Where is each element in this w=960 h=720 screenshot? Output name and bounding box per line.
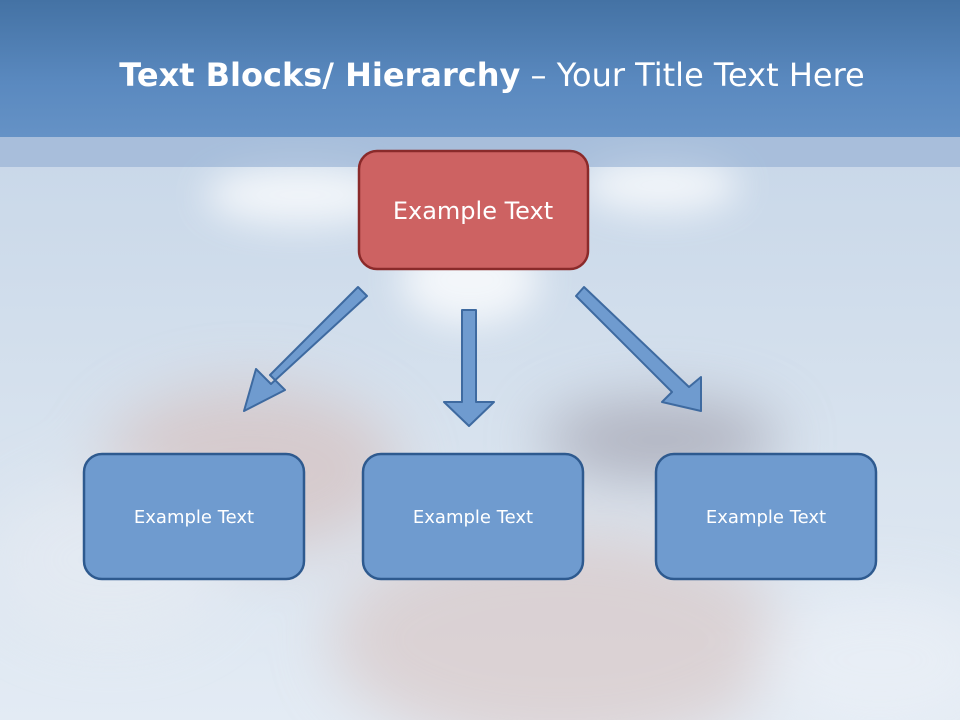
child-node-label: Example Text (706, 507, 826, 528)
title-separator: – (520, 56, 557, 94)
child-node-2[interactable]: Example Text (361, 452, 585, 581)
arrow-left (243, 286, 368, 412)
child-node-label: Example Text (134, 507, 254, 528)
arrow-center (443, 309, 495, 427)
slide-title: Text Blocks/ Hierarchy – Your Title Text… (0, 56, 960, 94)
title-bold-part: Text Blocks/ Hierarchy (119, 56, 521, 94)
root-node-label: Example Text (393, 197, 553, 225)
child-node-3[interactable]: Example Text (654, 452, 878, 581)
root-node[interactable]: Example Text (357, 149, 590, 271)
child-node-label: Example Text (413, 507, 533, 528)
title-rest-part: Your Title Text Here (556, 56, 865, 94)
child-node-1[interactable]: Example Text (82, 452, 306, 581)
header-band (0, 0, 960, 137)
arrow-right (575, 286, 702, 412)
